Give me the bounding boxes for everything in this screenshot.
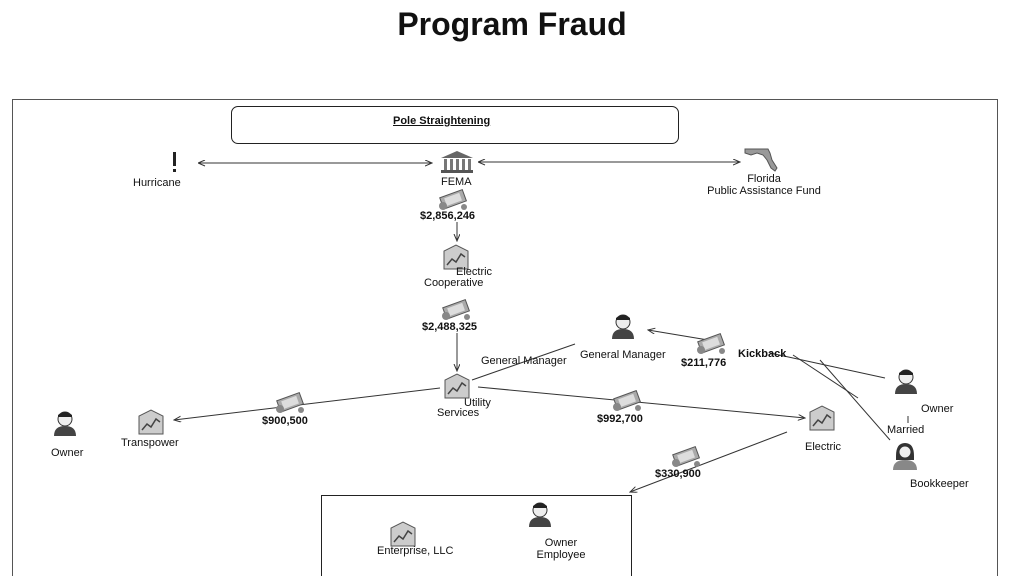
- link-utility-transpower: [174, 387, 441, 420]
- company-building-icon: [138, 409, 164, 435]
- link-gm-utility: [471, 343, 576, 381]
- owner-right-label: Owner: [921, 403, 954, 415]
- hurricane-label: Hurricane: [133, 177, 181, 189]
- florida-map-icon: [744, 148, 778, 172]
- money-bundle-icon: [276, 391, 305, 413]
- diagram-frame: [12, 99, 998, 576]
- utility-label-line2: Services: [437, 407, 480, 419]
- gm-right-label: General Manager: [580, 349, 666, 361]
- person-icon: [54, 411, 76, 436]
- money-bundle-icon: [672, 445, 701, 467]
- fema-label: FEMA: [441, 176, 472, 188]
- link-utility-electric: [477, 386, 805, 418]
- amount-fema-coop: $2,856,246: [420, 210, 476, 222]
- electric-label: Electric: [805, 441, 842, 453]
- header-box: [231, 106, 679, 144]
- gm-left-label: General Manager: [481, 355, 567, 367]
- amount-coop-utility: $2,488,325: [422, 321, 478, 333]
- person-icon: [612, 314, 634, 339]
- header-label: Pole Straightening: [393, 115, 491, 127]
- amount-kickback: $211,776: [681, 357, 727, 369]
- enterprise-label: Enterprise, LLC: [377, 545, 454, 557]
- company-building-icon: [809, 405, 835, 431]
- company-building-icon: [443, 244, 469, 270]
- link-electric-enterprise: [630, 431, 788, 492]
- link-owner-kickback-a: [769, 352, 886, 379]
- owner-left-label: Owner: [51, 447, 84, 459]
- person-icon: [893, 443, 917, 470]
- company-building-icon: [390, 521, 416, 547]
- married-label: Married: [887, 424, 925, 436]
- link-kickback-bookkeeper: [819, 359, 891, 441]
- amount-enterprise: $330,900: [655, 468, 701, 480]
- company-building-icon: [444, 373, 470, 399]
- florida-label: Florida Public Assistance Fund: [696, 173, 832, 197]
- owner-employee-line1: Owner: [544, 537, 578, 549]
- bookkeeper-label: Bookkeeper: [910, 478, 969, 490]
- florida-label-line1: Florida: [747, 173, 781, 185]
- amount-transpower: $900,500: [262, 415, 308, 427]
- enterprise-box: [321, 495, 632, 576]
- bank-building-icon: [441, 151, 473, 173]
- page-title: Program Fraud: [397, 6, 627, 42]
- kickback-label: Kickback: [738, 348, 787, 360]
- person-icon: [529, 502, 551, 527]
- owner-employee-label: Owner Employee: [526, 537, 596, 561]
- transpower-label: Transpower: [121, 437, 179, 449]
- electric-coop-label-line1: Electric: [456, 266, 493, 278]
- money-bundle-icon: [613, 389, 642, 411]
- person-icon: [895, 369, 917, 394]
- florida-label-line2: Public Assistance Fund: [707, 185, 821, 197]
- electric-coop-label-line2: Cooperative: [424, 277, 484, 289]
- money-bundle-icon: [697, 332, 726, 354]
- utility-label-line1: Utility: [464, 397, 491, 409]
- exclamation-icon: [173, 152, 176, 172]
- amount-electric: $992,700: [597, 413, 643, 425]
- money-bundle-icon: [439, 188, 468, 210]
- money-bundle-icon: [442, 298, 471, 320]
- owner-employee-line2: Employee: [536, 549, 586, 561]
